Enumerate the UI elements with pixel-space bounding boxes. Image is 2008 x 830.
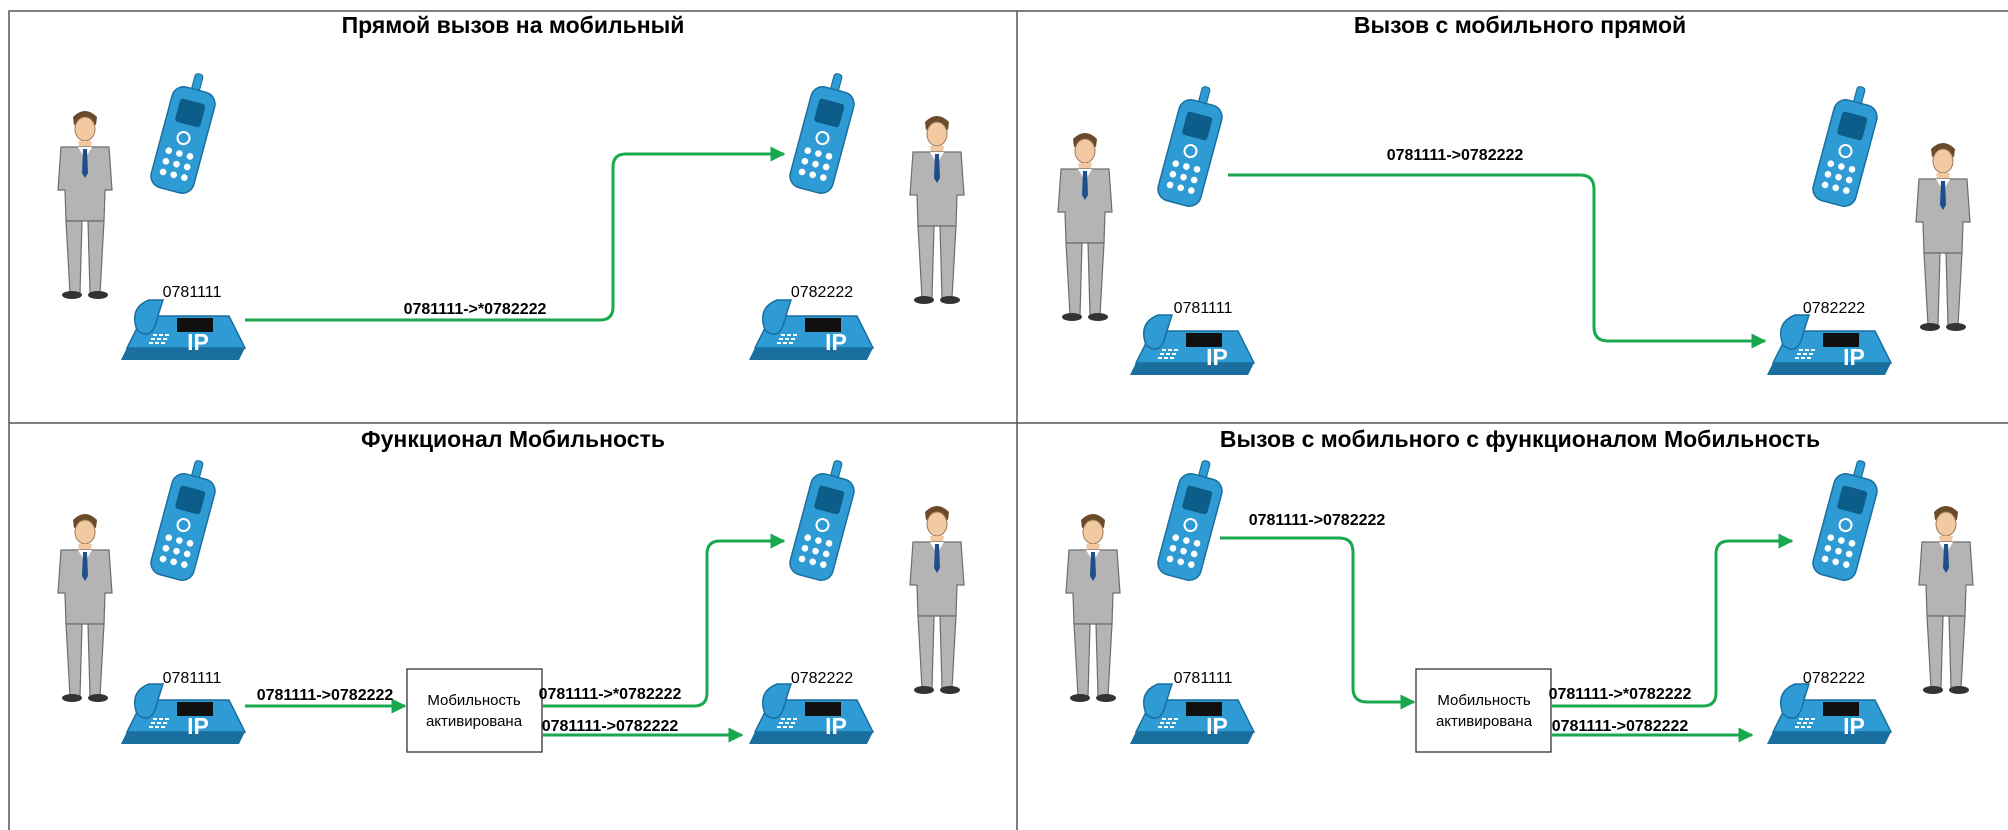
mobile-phone-icon [1154, 454, 1230, 584]
call-label: 0781111->*0782222 [1549, 686, 1692, 703]
call-label: 0781111->*0782222 [404, 301, 547, 318]
ip-label: IP [1843, 713, 1865, 739]
ip-phone-icon [1129, 683, 1255, 745]
mobile-phone-icon [147, 454, 223, 584]
panel-call-from-mobile-with-mobility: Вызов с мобильного с функционалом Мобиль… [1065, 426, 1974, 753]
mobile-phone-icon [1809, 454, 1885, 584]
call-label: 0781111->*0782222 [539, 686, 682, 703]
call-label: 0781111->0782222 [257, 687, 394, 704]
caller-number: 0781111 [163, 670, 222, 687]
panel-mobility-feature: Функционал Мобильность IP 0781111 IP 078… [57, 426, 965, 753]
panel-title: Прямой вызов на мобильный [342, 12, 685, 38]
person-icon [57, 513, 113, 703]
mobile-phone-icon [786, 454, 862, 584]
callee-number: 0782222 [791, 670, 853, 687]
panel-direct-call-from-mobile: Вызов с мобильного прямой IP 0781111 IP … [1057, 12, 1971, 376]
call-arrow [543, 533, 786, 708]
ip-phone-icon [748, 683, 874, 745]
mobility-box [406, 668, 543, 753]
call-arrow [245, 146, 786, 322]
call-label: 0781111->0782222 [1249, 512, 1386, 529]
callee-number: 0782222 [791, 284, 853, 301]
mobility-box-line-2: активирована [426, 713, 523, 730]
ip-phone-icon [120, 299, 246, 361]
mobile-phone-icon [147, 67, 223, 197]
person-icon [1057, 132, 1113, 322]
person-icon [1918, 505, 1974, 695]
panel-title: Вызов с мобильного с функционалом Мобиль… [1220, 426, 1820, 452]
panel-title: Функционал Мобильность [361, 426, 665, 452]
ip-label: IP [1843, 344, 1865, 370]
ip-label: IP [1206, 344, 1228, 370]
ip-label: IP [825, 329, 847, 355]
mobility-box-line-1: Мобильность [1437, 692, 1531, 709]
panel-title: Вызов с мобильного прямой [1354, 12, 1686, 38]
person-icon [1065, 513, 1121, 703]
caller-number: 0781111 [1174, 670, 1233, 687]
caller-number: 0781111 [1174, 300, 1233, 317]
ip-phone-icon [1129, 314, 1255, 376]
person-icon [1915, 142, 1971, 332]
ip-label: IP [1206, 713, 1228, 739]
callee-number: 0782222 [1803, 670, 1865, 687]
callee-number: 0782222 [1803, 300, 1865, 317]
ip-label: IP [825, 713, 847, 739]
person-icon [909, 505, 965, 695]
mobile-phone-icon [786, 67, 862, 197]
call-label: 0781111->0782222 [542, 718, 679, 735]
call-arrow [1220, 536, 1416, 710]
mobility-box-line-1: Мобильность [427, 692, 521, 709]
ip-phone-icon [1766, 683, 1892, 745]
outer-frame [8, 10, 2008, 830]
person-icon [57, 110, 113, 300]
call-arrow [1552, 533, 1794, 708]
mobility-box-line-2: активирована [1436, 713, 1533, 730]
mobility-box [1415, 668, 1552, 753]
mobile-phone-icon [1154, 80, 1230, 210]
call-label: 0781111->0782222 [1552, 718, 1689, 735]
caller-number: 0781111 [163, 284, 222, 301]
person-icon [909, 115, 965, 305]
call-label: 0781111->0782222 [1387, 147, 1524, 164]
ip-phone-icon [748, 299, 874, 361]
mobile-phone-icon [1809, 80, 1885, 210]
call-arrow [1228, 173, 1767, 349]
panel-direct-call-to-mobile: Прямой вызов на мобильный IP 0781111 IP … [57, 12, 965, 361]
ip-phone-icon [1766, 314, 1892, 376]
ip-phone-icon [120, 683, 246, 745]
ip-label: IP [187, 713, 209, 739]
ip-label: IP [187, 329, 209, 355]
